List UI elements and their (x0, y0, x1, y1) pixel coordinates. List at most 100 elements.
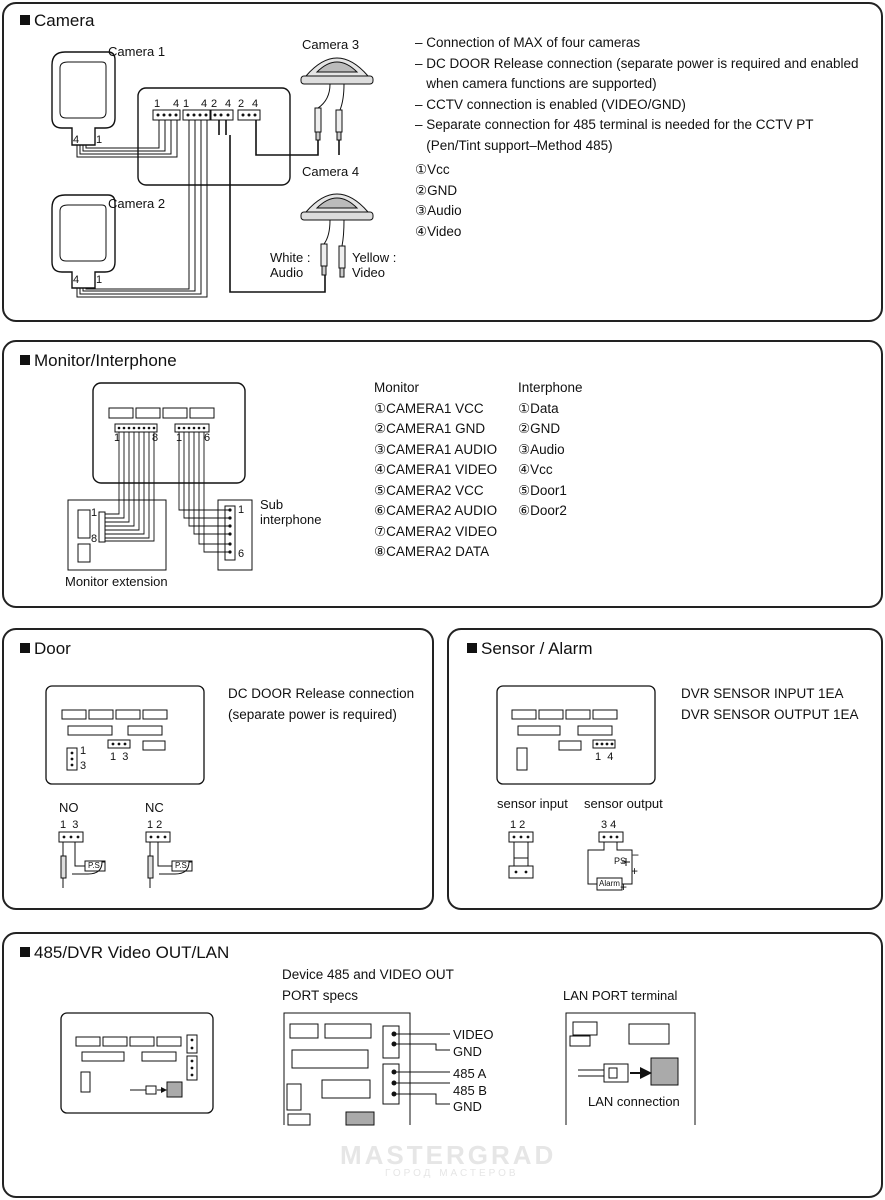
ps-label: PS (614, 856, 627, 866)
port-label-gnd: GND (453, 1044, 482, 1059)
lan-port-detail (565, 1012, 696, 1125)
lan-title: LAN PORT terminal (563, 988, 678, 1003)
dvr-title-text: 485/DVR Video OUT/LAN (34, 943, 230, 962)
pin-item: ④CAMERA1 VIDEO (374, 462, 498, 477)
monitor-title: Monitor/Interphone (20, 351, 177, 371)
dvr-unit (60, 1012, 214, 1114)
camera3-dome (300, 57, 374, 141)
monitor-title-text: Monitor/Interphone (34, 351, 177, 370)
title-line: Device 485 and VIDEO OUT (282, 967, 454, 982)
pin-item: ③CAMERA1 AUDIO (374, 441, 498, 457)
watermark: MASTERGRAD (340, 1140, 557, 1170)
plus-label: + (620, 880, 628, 894)
monitor-pin-list: Monitor ①CAMERA1 VCC ②CAMERA1 GND ③CAMER… (374, 378, 497, 563)
camera1-label: Camera 1 (108, 44, 166, 59)
pin-item: ②GND (415, 182, 458, 198)
bullet-square-icon (20, 643, 30, 653)
camera4-label: Camera 4 (302, 164, 360, 179)
note-line: (Pen/Tint support–Method 485) (415, 137, 613, 153)
pin-label: 8 (152, 432, 159, 444)
camera2-connector (182, 109, 211, 121)
watermark-sub: ГОРОД МАСТЕРОВ (385, 1168, 519, 1179)
camera-pin-list: ①Vcc ②GND ③Audio ④Video (415, 160, 462, 242)
plus-label: + (631, 864, 639, 878)
port-label-485a: 485 A (453, 1066, 487, 1081)
sub-interphone-wires (178, 432, 230, 553)
sensor-description: DVR SENSOR INPUT 1EA DVR SENSOR OUTPUT 1… (681, 684, 859, 725)
pin-item: ①CAMERA1 VCC (374, 400, 484, 416)
camera1-connector (152, 109, 181, 121)
camera2-label: Camera 2 (108, 196, 166, 211)
camera1-body (51, 51, 116, 146)
bullet-square-icon (467, 643, 477, 653)
bullet-square-icon (20, 15, 30, 25)
camera-title-text: Camera (34, 11, 95, 30)
monitor-unit (92, 382, 246, 484)
white-audio-label: Audio (270, 265, 304, 280)
camera3-label: Camera 3 (302, 37, 360, 52)
monitor-slots (108, 407, 215, 433)
bullet-square-icon (20, 947, 30, 957)
pin-label: 2 (211, 98, 218, 110)
pin-label: 3 (80, 760, 87, 772)
sensor-title: Sensor / Alarm (467, 639, 593, 659)
pin-label: 4 (252, 98, 259, 110)
pin-label: 8 (91, 533, 98, 545)
monitor-extension-wires (105, 432, 155, 542)
pin-item: ⑥CAMERA2 AUDIO (374, 503, 498, 518)
monitor-extension-unit (67, 499, 167, 571)
note-line: when camera functions are supported) (415, 76, 657, 91)
pin-label: 1 (96, 274, 103, 286)
minus-label: − (632, 848, 640, 862)
pin-item: ⑤CAMERA2 VCC (374, 482, 484, 498)
pin-label: 1 (114, 432, 121, 444)
pin-label: 6 (204, 432, 211, 444)
pin-label: 1 (154, 98, 161, 110)
pin-item: ①Data (518, 400, 559, 416)
bullet-square-icon (20, 355, 30, 365)
note-line: – Separate connection for 485 terminal i… (415, 117, 814, 132)
pin-label: 1 3 (110, 751, 129, 763)
pin-item: ②CAMERA1 GND (374, 421, 486, 436)
pin-label: 6 (238, 548, 245, 560)
pin-label: 4 (225, 98, 232, 110)
pin-label: 3 4 (601, 819, 617, 831)
camera-wiring-diagram (51, 51, 374, 298)
sensor-panel (447, 628, 883, 910)
pin-item: ④Vcc (518, 462, 553, 477)
sensor-output-label: sensor output (584, 796, 663, 811)
monitor-extension-label: Monitor extension (65, 574, 168, 589)
desc-line: DC DOOR Release connection (228, 686, 415, 701)
door-description: DC DOOR Release connection (separate pow… (228, 684, 414, 725)
camera-notes: – Connection of MAX of four cameras – DC… (415, 33, 859, 156)
pin-label: 1 (176, 432, 183, 444)
desc-line: DVR SENSOR INPUT 1EA (681, 686, 844, 701)
pin-label: 4 (201, 98, 208, 110)
minus-label: − (588, 877, 596, 891)
sensor-input-label: sensor input (497, 796, 568, 811)
pin-label: 2 (238, 98, 245, 110)
door-title-text: Door (34, 639, 71, 658)
yellow-video-label: Video (352, 265, 386, 280)
door-panel (2, 628, 434, 910)
pin-label: 1 (96, 134, 103, 146)
monitor-header: Monitor (374, 380, 420, 395)
sub-interphone-label: interphone (260, 512, 322, 527)
note-line: – Connection of MAX of four cameras (415, 35, 641, 50)
lan-caption: LAN connection (588, 1094, 680, 1109)
camera1-wires (76, 120, 178, 158)
monitor-panel (2, 340, 883, 608)
pin-item: ⑧CAMERA2 DATA (374, 544, 490, 559)
pin-label: 1 (183, 98, 190, 110)
sub-interphone-unit (217, 499, 253, 571)
interphone-pin-list: Interphone ①Data ②GND ③Audio ④Vcc ⑤Door1… (518, 378, 583, 522)
pin-label: 1 2 (147, 819, 163, 831)
pin-label: 4 (73, 274, 80, 286)
note-line: – DC DOOR Release connection (separate p… (415, 55, 859, 71)
port-label-485b: 485 B (453, 1083, 487, 1098)
pin-item: ⑥Door2 (518, 503, 567, 518)
pin-label: 1 3 (60, 819, 79, 831)
camera3-4-cables (218, 120, 340, 293)
pin-item: ④Video (415, 223, 462, 239)
port-spec-detail (283, 1012, 450, 1126)
